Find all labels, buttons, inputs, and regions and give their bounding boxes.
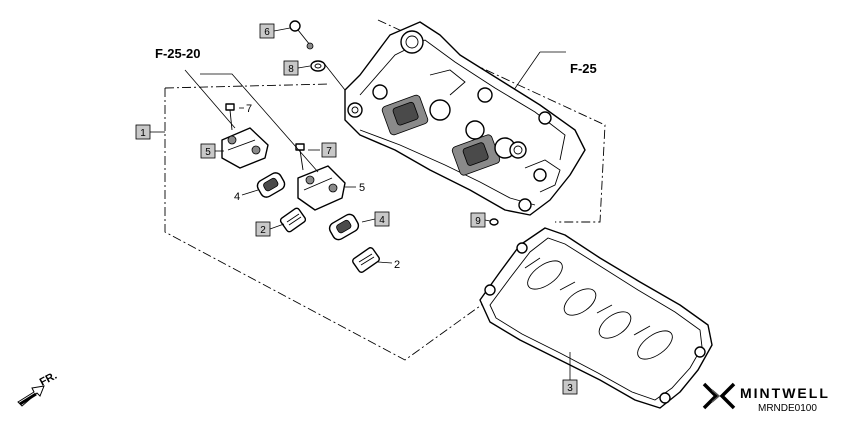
svg-text:9: 9: [475, 216, 481, 227]
reed-valve-upper: [256, 172, 286, 198]
callout-1: 1: [135, 124, 151, 140]
label-4-upper: 4: [234, 191, 240, 203]
front-arrow-icon: [17, 385, 45, 407]
grommet: [489, 218, 499, 226]
sealing-washer: [310, 60, 326, 72]
cylinder-head-cover: [344, 21, 586, 216]
watermark-brand: MINTWELL: [740, 385, 830, 401]
pair-cover-lower: [297, 165, 346, 211]
leader-lines: [184, 27, 571, 380]
head-cover-gasket: [479, 227, 713, 409]
reed-gasket-lower: [352, 247, 380, 273]
callout-2-upper: 2: [255, 221, 271, 237]
diagram-code: MRNDE0100: [758, 403, 817, 414]
reference-f25[interactable]: F-25: [570, 61, 597, 76]
callout-8: 8: [283, 60, 299, 76]
callout-5-upper: 5: [200, 143, 216, 159]
svg-text:4: 4: [379, 215, 385, 226]
svg-text:5: 5: [205, 147, 211, 158]
svg-text:7: 7: [326, 146, 332, 157]
callout-4-lower: 4: [374, 211, 390, 227]
assembly-bracket-1: [150, 83, 531, 361]
svg-text:6: 6: [264, 27, 270, 38]
callout-6: 6: [259, 23, 275, 39]
front-arrow-label: FR.: [38, 370, 59, 389]
label-7-upper: 7: [246, 103, 252, 115]
callout-7-lower: 7: [321, 142, 337, 158]
mintwell-logo-icon: [702, 382, 736, 410]
pair-cover-upper: [221, 127, 269, 169]
bolt-upper: [225, 103, 235, 131]
reed-gasket-upper: [279, 207, 307, 233]
reference-f25-20[interactable]: F-25-20: [155, 46, 201, 61]
svg-text:8: 8: [288, 64, 294, 75]
svg-text:3: 3: [567, 383, 573, 394]
reed-valve-lower: [328, 213, 360, 241]
callout-9: 9: [470, 212, 486, 228]
label-5-lower: 5: [359, 182, 365, 194]
svg-text:2: 2: [260, 225, 266, 236]
cover-bolt: [289, 20, 314, 50]
callout-3: 3: [562, 379, 578, 395]
label-2-lower: 2: [394, 259, 400, 271]
svg-text:1: 1: [140, 128, 146, 139]
